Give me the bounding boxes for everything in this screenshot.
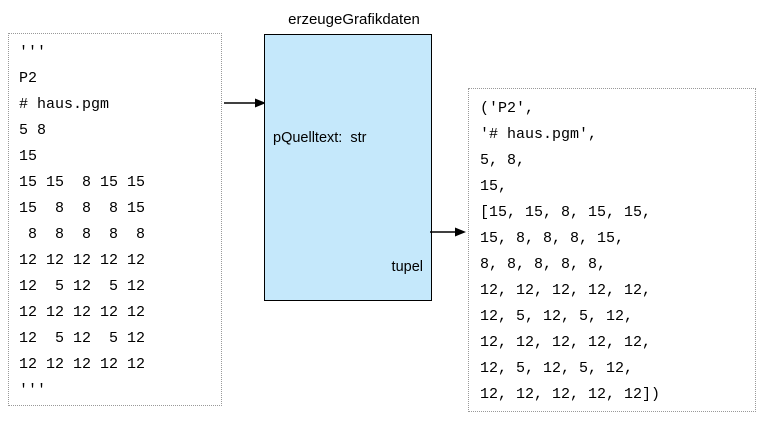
input-source-text: ''' P2 # haus.pgm 5 8 15 15 15 8 15 15 1… bbox=[19, 44, 146, 399]
input-source-box: ''' P2 # haus.pgm 5 8 15 15 15 8 15 15 1… bbox=[8, 33, 222, 406]
input-port-label: pQuelltext: str bbox=[273, 130, 367, 146]
output-port-label: tupel bbox=[391, 259, 423, 275]
process-title: erzeugeGrafikdaten bbox=[288, 11, 420, 28]
output-arrow-icon bbox=[430, 227, 466, 237]
output-arrow bbox=[430, 226, 466, 238]
process-box[interactable]: pQuelltext: str tupel bbox=[264, 34, 432, 301]
input-arrow bbox=[224, 97, 266, 109]
input-arrow-icon bbox=[224, 98, 266, 108]
output-result-box: ('P2', '# haus.pgm', 5, 8, 15, [15, 15, … bbox=[468, 88, 756, 412]
output-result-text: ('P2', '# haus.pgm', 5, 8, 15, [15, 15, … bbox=[480, 100, 661, 403]
